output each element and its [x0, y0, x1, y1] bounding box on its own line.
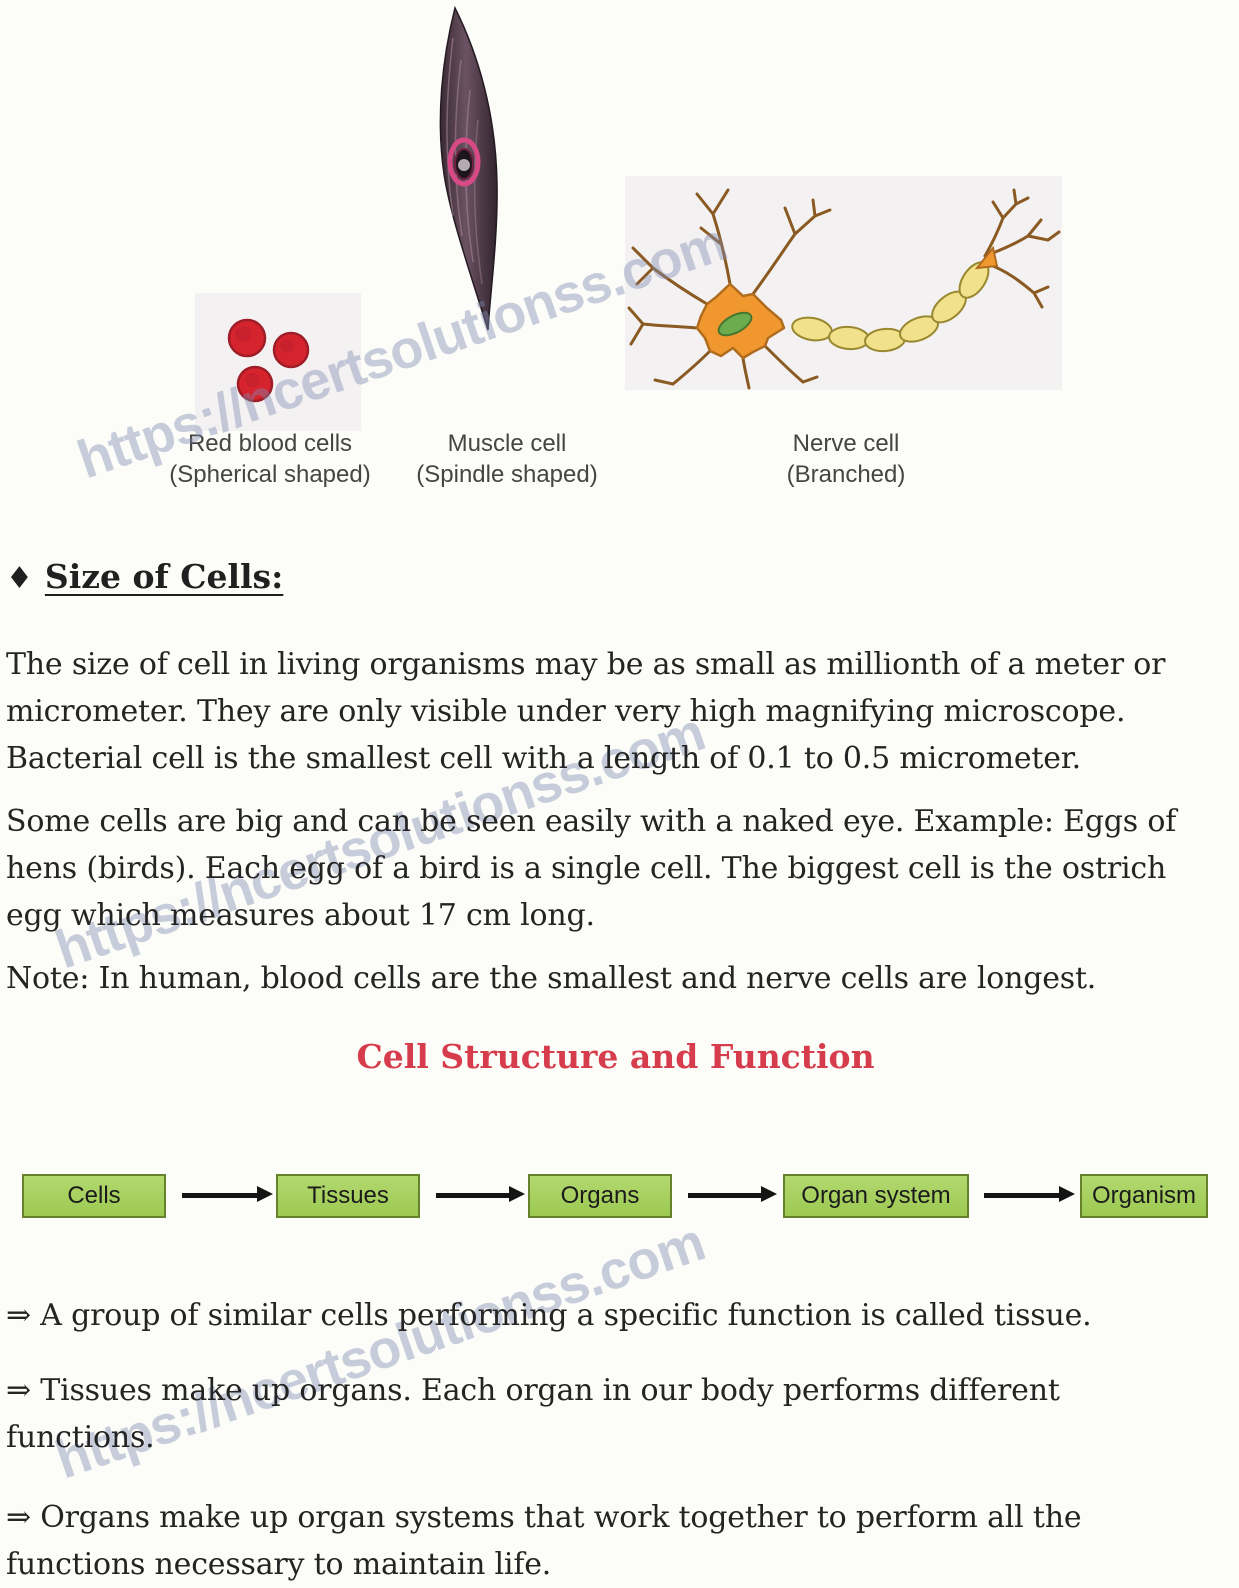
paragraph-cell-size: The size of cell in living organisms may… — [6, 641, 1225, 782]
flow-arrow-icon — [688, 1186, 777, 1202]
text-line: functions. — [6, 1420, 155, 1455]
text-line: ⇒ Tissues make up organs. Each organ in … — [6, 1373, 1060, 1408]
neuron-nucleus — [717, 311, 753, 337]
paragraph-note: Note: In human, blood cells are the smal… — [6, 955, 1225, 1002]
cell-types-figure: Red blood cells (Spherical shaped) Muscl… — [0, 0, 1239, 520]
red-blood-cells-image — [195, 293, 361, 431]
text-line: ⇒ A group of similar cells performing a … — [6, 1298, 1092, 1333]
text-line: functions necessary to maintain life. — [6, 1547, 552, 1582]
flow-arrow-icon — [182, 1186, 273, 1202]
cell-organisation-flow-diagram: Cells Tissues Organs Organ system Organi… — [6, 1174, 1225, 1222]
text-line: micrometer. They are only visible under … — [6, 694, 1126, 729]
caption-label: Red blood cells — [187, 430, 353, 457]
text-line: Bacterial cell is the smallest cell with… — [6, 741, 1081, 776]
diamond-bullet-icon: ♦ — [6, 561, 33, 596]
text-line: ⇒ Organs make up organ systems that work… — [6, 1500, 1082, 1535]
caption-muscle-cell: Muscle cell (Spindle shaped) — [397, 428, 617, 490]
point-organs-make-systems: ⇒ Organs make up organ systems that work… — [6, 1494, 1225, 1588]
flow-node-cells: Cells — [22, 1174, 166, 1218]
document-body: ♦ Size of Cells: The size of cell in livi… — [0, 555, 1239, 1588]
caption-nerve-cell: Nerve cell (Branched) — [736, 428, 956, 490]
flow-node-tissues: Tissues — [276, 1174, 420, 1218]
section-heading-text: Size of Cells: — [44, 557, 284, 596]
nerve-cell-image — [625, 176, 1062, 390]
point-tissue-definition: ⇒ A group of similar cells performing a … — [6, 1292, 1225, 1339]
text-line: Note: In human, blood cells are the smal… — [6, 961, 1097, 996]
subsection-heading-cell-structure: Cell Structure and Function — [356, 1037, 875, 1076]
red-blood-cells-illustration — [227, 318, 310, 403]
axon-terminals — [983, 188, 1061, 309]
text-line: egg which measures about 17 cm long. — [6, 898, 595, 933]
flow-node-organ-system: Organ system — [783, 1174, 969, 1218]
caption-red-blood-cells: Red blood cells (Spherical shaped) — [160, 428, 380, 490]
caption-sublabel: (Spherical shaped) — [169, 461, 371, 488]
bullet-points: ⇒ A group of similar cells performing a … — [6, 1292, 1225, 1588]
flow-arrow-icon — [984, 1186, 1075, 1202]
caption-sublabel: (Branched) — [786, 461, 906, 488]
flow-node-organism: Organism — [1080, 1174, 1208, 1218]
muscle-cell-image — [420, 4, 524, 334]
text-line: hens (birds). Each egg of a bird is a si… — [6, 851, 1167, 886]
paragraph-big-cells: Some cells are big and can be seen easil… — [6, 798, 1225, 939]
muscle-cell-illustration — [439, 5, 498, 331]
section-heading-size-of-cells: ♦ Size of Cells: — [6, 555, 1225, 601]
nerve-cell-illustration — [627, 188, 1061, 390]
flow-node-organs: Organs — [528, 1174, 672, 1218]
caption-sublabel: (Spindle shaped) — [416, 461, 598, 488]
flow-arrow-icon — [436, 1186, 525, 1202]
caption-label: Nerve cell — [792, 430, 900, 457]
point-tissues-make-organs: ⇒ Tissues make up organs. Each organ in … — [6, 1367, 1225, 1461]
myelin-sheath — [791, 261, 990, 353]
text-line: Some cells are big and can be seen easil… — [6, 804, 1177, 839]
dendrites — [627, 188, 832, 390]
muscle-cell-nucleus — [447, 137, 481, 187]
text-line: The size of cell in living organisms may… — [6, 647, 1166, 682]
caption-label: Muscle cell — [447, 430, 567, 457]
